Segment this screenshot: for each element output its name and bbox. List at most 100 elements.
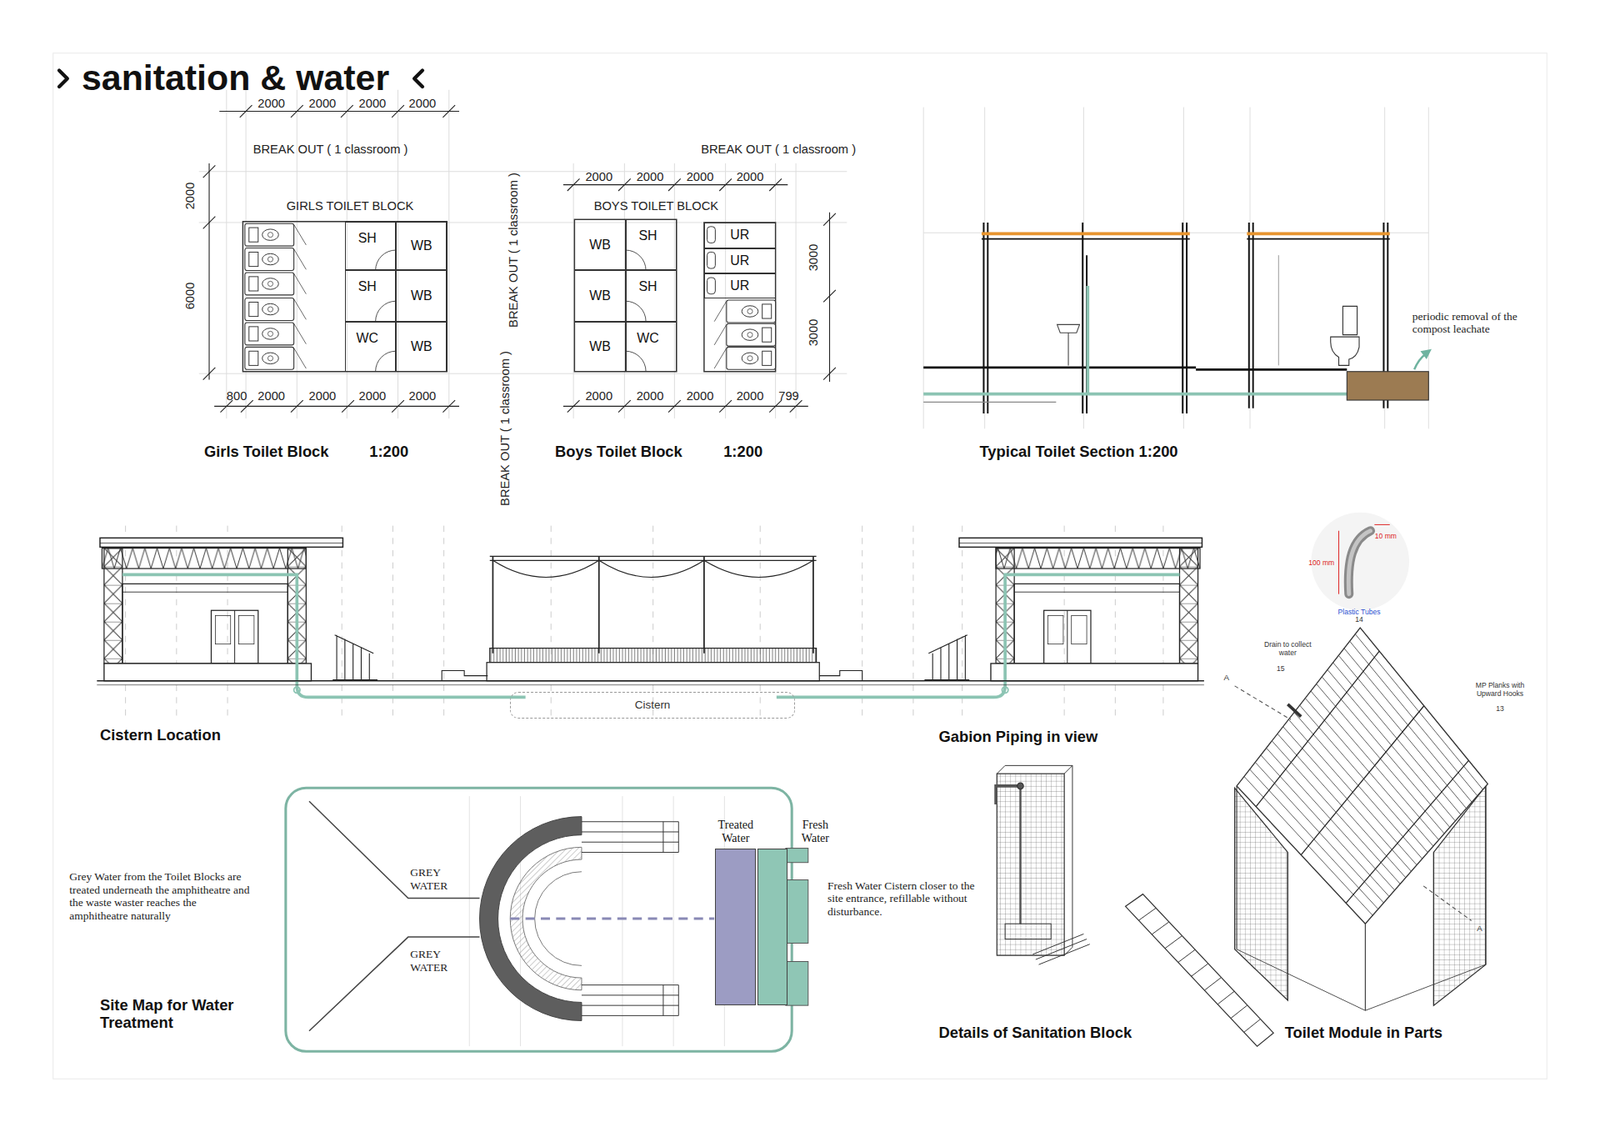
pavilion-elevation xyxy=(239,615,255,644)
toilet-plan xyxy=(707,277,716,295)
gabion-cage xyxy=(1032,933,1090,965)
toilet-plan xyxy=(707,251,716,269)
site-map xyxy=(469,795,725,1046)
toilet-module xyxy=(1236,949,1486,1010)
room-code: WB xyxy=(589,339,611,355)
toilet-module xyxy=(1348,530,1370,595)
room-code: UR xyxy=(730,278,750,294)
gabion-cage xyxy=(1017,782,1024,789)
room-label: BREAK OUT ( 1 classroom ) xyxy=(253,141,409,156)
dimension-text: 2000 xyxy=(736,389,765,404)
room-cell: SH xyxy=(625,270,677,321)
dimension-text: 2000 xyxy=(257,95,285,110)
room-cell: WC xyxy=(345,321,396,372)
room-code: WB xyxy=(410,238,433,254)
amphitheatre-elevation xyxy=(490,555,817,560)
toilet-plan xyxy=(245,346,306,370)
grid-line xyxy=(199,90,848,419)
dimension-text: 3000 xyxy=(805,243,820,271)
treated-water-tank: Treated Water xyxy=(715,848,756,1006)
pavilion-elevation xyxy=(776,537,1203,697)
drawing-title: Toilet Module in Parts xyxy=(1285,1024,1443,1042)
site-map xyxy=(785,848,809,863)
dimension-line xyxy=(823,213,836,380)
dimension-text: 799 xyxy=(778,389,800,404)
room-code: UR xyxy=(730,227,750,243)
pavilion-elevation xyxy=(122,591,288,593)
room-code: Cistern xyxy=(635,698,671,711)
toilet-section xyxy=(923,367,1347,370)
room-cell: SH xyxy=(345,270,396,321)
roof-plank xyxy=(1244,634,1483,915)
toilet-module xyxy=(1138,907,1260,1032)
toilet-plan xyxy=(375,250,396,372)
amphitheatre-elevation xyxy=(492,555,813,653)
toilet-section xyxy=(1057,324,1080,365)
room-cell: WB xyxy=(395,270,447,321)
drawing-title: Boys Toilet Block xyxy=(555,443,683,461)
toilet-section xyxy=(1346,371,1429,400)
amphitheatre-elevation xyxy=(441,670,862,681)
toilet-section xyxy=(981,238,1390,240)
site-map xyxy=(285,787,792,1051)
sheet-title: sanitation & water xyxy=(81,58,390,100)
scale-label: 1:200 xyxy=(369,443,409,461)
pavilion-elevation xyxy=(104,663,312,681)
sheet-frame xyxy=(53,53,1548,1080)
room-label: BREAK OUT ( 1 classroom ) xyxy=(505,172,520,328)
room-label: BREAK OUT ( 1 classroom ) xyxy=(700,141,856,156)
toilet-section xyxy=(1330,305,1360,365)
drawing-title: Site Map for Water Treatment xyxy=(100,995,254,1031)
dimension-text: 2000 xyxy=(182,182,197,210)
dimension-text: 2000 xyxy=(636,389,665,404)
toilet-plan xyxy=(714,346,775,370)
dimension-text: 2000 xyxy=(585,169,613,184)
note-text: Grey Water from the Toilet Blocks are tr… xyxy=(69,870,251,922)
room-cell: WC xyxy=(625,321,677,372)
amphitheatre-elevation xyxy=(96,684,1205,685)
toilet-module xyxy=(1125,894,1275,1046)
site-map xyxy=(581,821,679,853)
pavilion-elevation xyxy=(100,542,343,544)
toilet-plan xyxy=(245,272,306,295)
room-cell: UR xyxy=(704,273,776,298)
pavilion-elevation xyxy=(122,583,288,664)
toilet-section xyxy=(1278,255,1280,365)
gabion-cage xyxy=(995,765,1090,965)
note-text: periodic removal of the compost leachate xyxy=(1412,309,1544,335)
room-code: UR xyxy=(730,253,750,269)
gabion-cage xyxy=(995,785,1020,805)
amphitheatre-elevation xyxy=(486,662,820,681)
pavilion-elevation xyxy=(100,537,343,547)
roof-joist xyxy=(1300,705,1425,855)
gabion-cage xyxy=(1005,923,1051,939)
pavilion-elevation xyxy=(215,615,230,644)
dimension-text: 800 xyxy=(226,389,248,404)
toilet-plan xyxy=(707,226,716,244)
site-map xyxy=(785,960,809,1005)
flow-label: GREY WATER xyxy=(410,947,448,974)
tank-label: Fresh Water xyxy=(801,817,830,845)
toilet-section xyxy=(923,401,1056,403)
toilet-plan xyxy=(245,248,306,271)
flow-label: GREY WATER xyxy=(410,865,448,892)
grid-line xyxy=(923,107,1429,430)
pavilion-elevation xyxy=(101,548,306,569)
amphitheatre-elevation xyxy=(96,555,1205,685)
block-label: BOYS TOILET BLOCK xyxy=(594,199,719,214)
room-code: WB xyxy=(589,288,611,304)
site-map xyxy=(285,787,809,1051)
room-code: SH xyxy=(638,228,657,244)
dimension-text: 6000 xyxy=(182,282,197,310)
pavilion-elevation xyxy=(332,635,378,680)
drawing-title: Girls Toilet Block xyxy=(204,443,330,461)
toilet-plan xyxy=(625,250,646,372)
site-map xyxy=(510,917,715,920)
dimension-text: 3000 xyxy=(805,319,820,347)
grid-line xyxy=(923,107,1429,430)
pavilion-elevation xyxy=(210,610,258,664)
toilet-plan xyxy=(704,222,776,372)
title-chevron xyxy=(414,70,423,88)
